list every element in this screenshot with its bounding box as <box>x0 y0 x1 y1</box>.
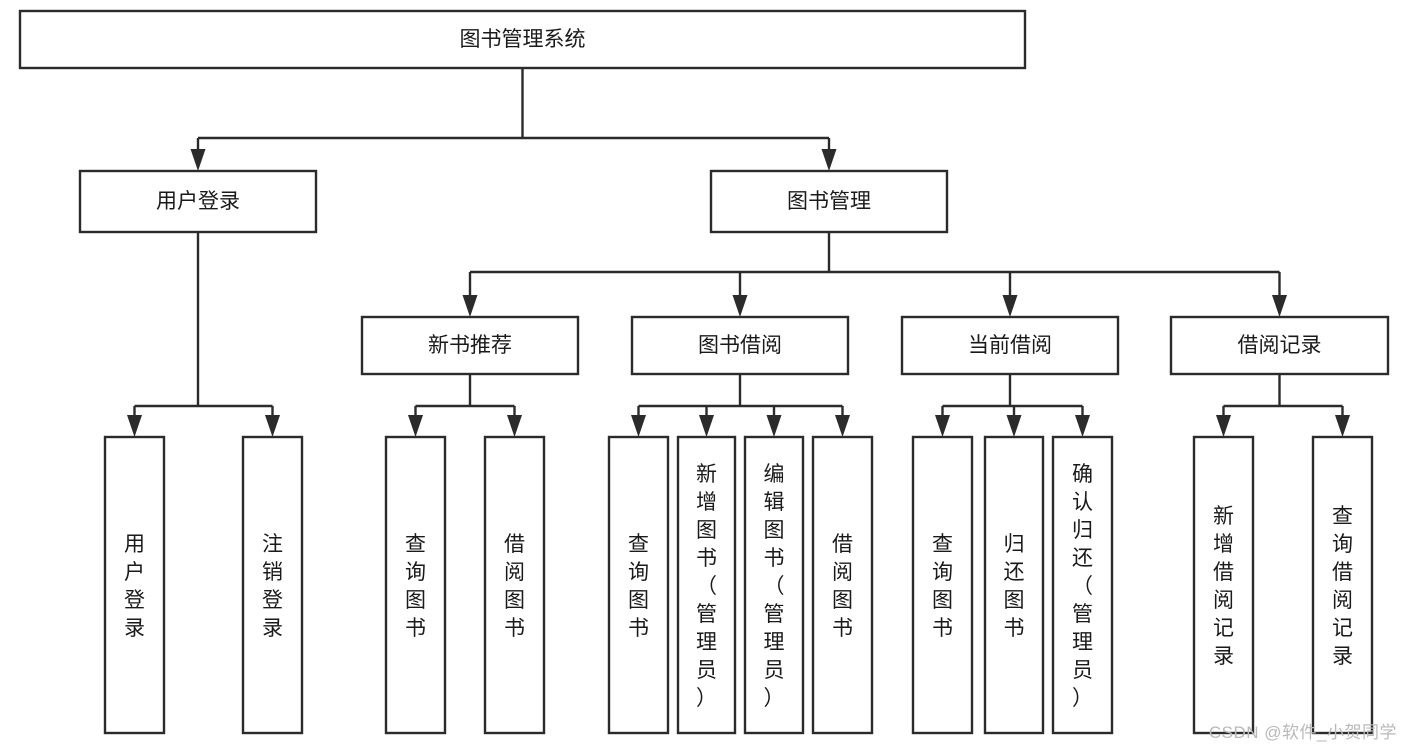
node-box-leaf-user-login <box>103 435 166 735</box>
node-box-leaf-add-record <box>1192 435 1255 735</box>
edge-group-book-borrow <box>631 374 850 437</box>
node-label-book-manage: 图书管理 <box>787 190 871 213</box>
edge-group-new-book-rec <box>408 374 522 437</box>
node-box-leaf-borrow-book-2 <box>811 435 874 735</box>
node-label-book-borrow: 图书借阅 <box>698 334 782 357</box>
edge-group-current-borrow <box>935 374 1090 437</box>
node-box-leaf-confirm-return <box>1051 435 1114 735</box>
node-current-borrow[interactable]: 当前借阅 <box>900 315 1120 376</box>
node-box-leaf-logout <box>241 435 304 735</box>
node-leaf-user-login[interactable]: 用户登录 <box>103 435 166 735</box>
node-label-leaf-query-book-3: 查询图书 <box>932 533 953 640</box>
edges-layer <box>127 68 1350 437</box>
edge-group-book-manage <box>462 232 1287 317</box>
node-label-new-book-rec: 新书推荐 <box>428 334 512 357</box>
node-borrow-record[interactable]: 借阅记录 <box>1169 315 1390 376</box>
node-book-borrow[interactable]: 图书借阅 <box>630 315 850 376</box>
node-leaf-add-record[interactable]: 新增借阅记录 <box>1192 435 1255 735</box>
node-label-leaf-add-record: 新增借阅记录 <box>1213 505 1234 668</box>
node-label-current-borrow: 当前借阅 <box>968 334 1052 357</box>
node-label-borrow-record: 借阅记录 <box>1238 334 1322 357</box>
node-box-leaf-add-book <box>676 435 737 735</box>
node-label-leaf-logout: 注销登录 <box>262 533 283 640</box>
node-leaf-return-book[interactable]: 归还图书 <box>983 435 1045 735</box>
node-box-book-manage <box>709 169 949 234</box>
node-box-user-login <box>78 169 318 234</box>
node-leaf-borrow-book-1[interactable]: 借阅图书 <box>483 435 546 735</box>
node-label-leaf-query-book-1: 查询图书 <box>405 533 426 640</box>
node-box-borrow-record <box>1169 315 1390 376</box>
node-label-leaf-confirm-return: 确认归还（管理员） <box>1072 463 1093 710</box>
node-label-leaf-return-book: 归还图书 <box>1004 533 1025 640</box>
edge-group-borrow-record <box>1216 374 1350 437</box>
node-root[interactable]: 图书管理系统 <box>18 9 1027 70</box>
node-box-leaf-edit-book <box>743 435 805 735</box>
node-leaf-query-book-2[interactable]: 查询图书 <box>607 435 670 735</box>
node-box-leaf-query-book-1 <box>384 435 447 735</box>
node-box-new-book-rec <box>360 315 580 376</box>
node-new-book-rec[interactable]: 新书推荐 <box>360 315 580 376</box>
node-leaf-query-book-3[interactable]: 查询图书 <box>911 435 974 735</box>
node-label-root: 图书管理系统 <box>460 28 586 51</box>
node-label-leaf-borrow-book-1: 借阅图书 <box>504 533 525 640</box>
csdn-watermark: CSDN @软件_小贺同学 <box>1208 723 1397 742</box>
node-box-root <box>18 9 1027 70</box>
node-box-current-borrow <box>900 315 1120 376</box>
node-leaf-query-record[interactable]: 查询借阅记录 <box>1311 435 1374 735</box>
node-label-leaf-add-book: 新增图书（管理员） <box>696 463 717 710</box>
node-label-leaf-query-record: 查询借阅记录 <box>1332 505 1353 668</box>
node-book-manage[interactable]: 图书管理 <box>709 169 949 234</box>
node-box-leaf-query-book-2 <box>607 435 670 735</box>
node-box-leaf-query-book-3 <box>911 435 974 735</box>
node-leaf-logout[interactable]: 注销登录 <box>241 435 304 735</box>
node-label-leaf-edit-book: 编辑图书（管理员） <box>764 463 785 710</box>
node-leaf-add-book[interactable]: 新增图书（管理员） <box>676 435 737 735</box>
node-label-leaf-borrow-book-2: 借阅图书 <box>832 533 853 640</box>
node-box-leaf-borrow-book-1 <box>483 435 546 735</box>
node-box-book-borrow <box>630 315 850 376</box>
edge-group-root <box>190 68 837 171</box>
node-leaf-query-book-1[interactable]: 查询图书 <box>384 435 447 735</box>
node-box-leaf-return-book <box>983 435 1045 735</box>
node-leaf-edit-book[interactable]: 编辑图书（管理员） <box>743 435 805 735</box>
nodes-layer: 图书管理系统用户登录图书管理新书推荐图书借阅当前借阅借阅记录用户登录注销登录查询… <box>18 9 1390 735</box>
node-user-login[interactable]: 用户登录 <box>78 169 318 234</box>
node-box-leaf-query-record <box>1311 435 1374 735</box>
node-label-user-login: 用户登录 <box>156 190 240 213</box>
edge-group-user-login <box>127 232 280 437</box>
node-label-leaf-user-login: 用户登录 <box>124 533 145 640</box>
node-leaf-confirm-return[interactable]: 确认归还（管理员） <box>1051 435 1114 735</box>
node-leaf-borrow-book-2[interactable]: 借阅图书 <box>811 435 874 735</box>
node-label-leaf-query-book-2: 查询图书 <box>628 533 649 640</box>
